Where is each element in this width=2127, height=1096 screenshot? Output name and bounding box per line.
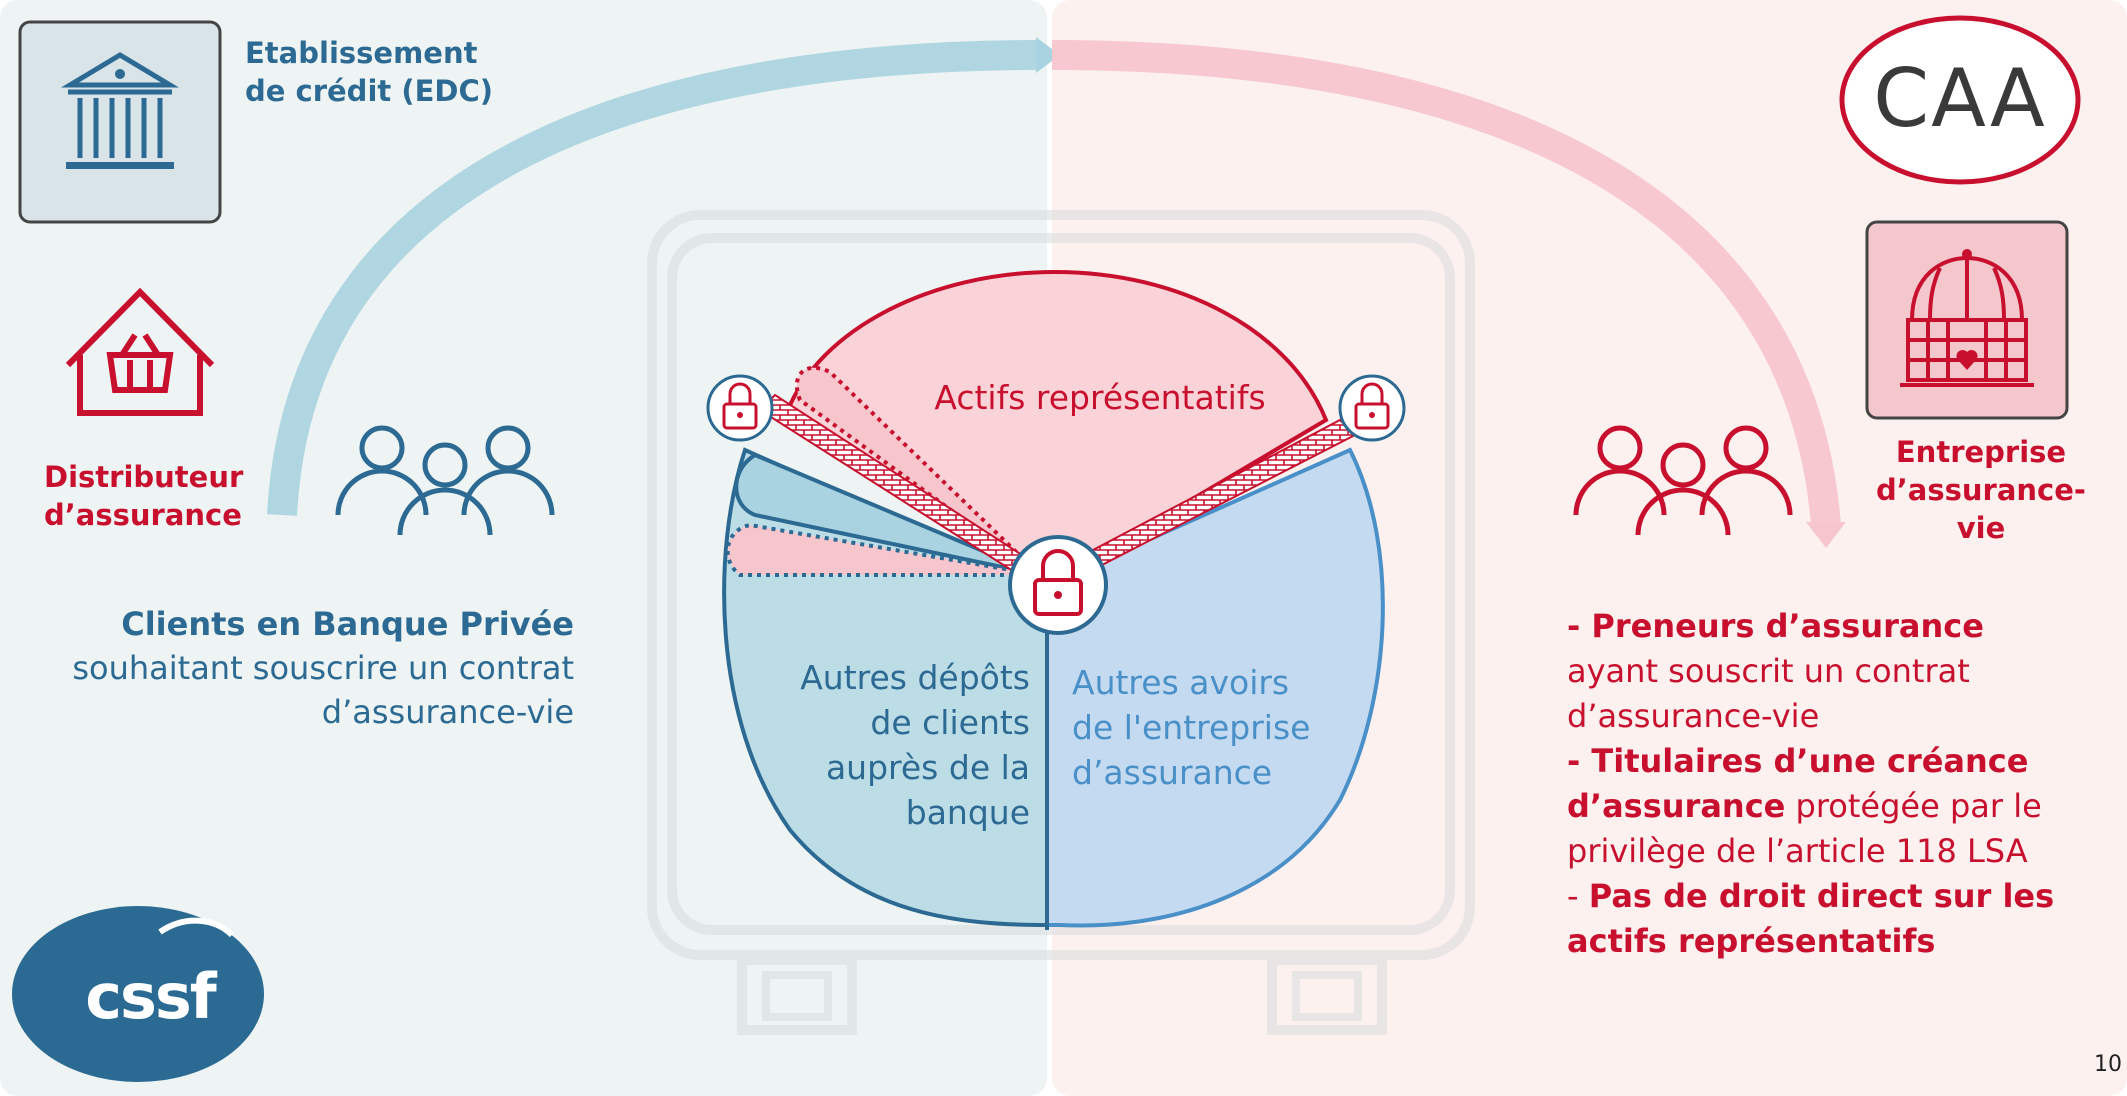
rights-item-1-title: - Preneurs d’assurance bbox=[1567, 607, 1984, 645]
rights-item-3-line-2: actifs représentatifs bbox=[1567, 922, 1936, 960]
lock-icon-center bbox=[1008, 535, 1108, 635]
clients-line-3: d’assurance-vie bbox=[321, 693, 574, 731]
people-group-icon-red bbox=[1573, 425, 1793, 536]
flow-arrow-blue bbox=[267, 40, 1041, 516]
insurer-label-line-2: d’assurance-vie bbox=[1876, 473, 2086, 545]
caa-logo-text: CAA bbox=[1873, 52, 2047, 145]
rights-item-1-line-1: ayant souscrit un contrat bbox=[1567, 652, 1970, 690]
distributor-label-line-1: Distributeur bbox=[44, 460, 244, 494]
pie-label-actifs: Actifs représentatifs bbox=[934, 378, 1266, 417]
rights-item-3-line: - Pas de droit direct sur les bbox=[1567, 874, 2087, 919]
pie-label-depots-line-2: de clients bbox=[870, 703, 1030, 742]
edc-label-line-2: de crédit (EDC) bbox=[245, 74, 494, 108]
rights-item-2-text: protégée par le bbox=[1785, 787, 2042, 825]
safe-outline bbox=[647, 210, 1475, 1035]
flow-arrowhead-pink bbox=[1806, 522, 1846, 548]
rights-item-3-dash: - bbox=[1567, 877, 1589, 915]
insurer-label-line-1: Entreprise bbox=[1895, 435, 2067, 469]
rights-item-2-bold: d’assurance bbox=[1567, 787, 1786, 825]
pie-label-avoirs-line-3: d’assurance bbox=[1072, 753, 1273, 792]
clients-description: Clients en Banque Privée souhaitant sous… bbox=[60, 602, 574, 734]
pie-label-depots: Autres dépôts de clients auprès de la ba… bbox=[790, 655, 1030, 835]
clients-line-2: souhaitant souscrire un contrat bbox=[72, 649, 574, 687]
pie-representative-assets bbox=[785, 269, 1329, 588]
policyholder-rights: - Preneurs d’assurance ayant souscrit un… bbox=[1567, 604, 2087, 964]
page-number: 10 bbox=[2094, 1052, 2122, 1077]
lock-icon-right bbox=[1338, 374, 1406, 442]
pie-label-depots-line-1: Autres dépôts bbox=[800, 658, 1030, 697]
rights-item-1-line-2: d’assurance-vie bbox=[1567, 697, 1820, 735]
edc-label: Etablissement de crédit (EDC) bbox=[245, 34, 493, 110]
pie-label-avoirs-line-1: Autres avoirs bbox=[1072, 663, 1290, 702]
rights-item-2-line-2: privilège de l’article 118 LSA bbox=[1567, 832, 2028, 870]
rights-item-3-bold: Pas de droit direct sur les bbox=[1588, 877, 2055, 915]
pie-label-depots-line-3: auprès de la bbox=[825, 748, 1030, 787]
cssf-logo-text: cssf bbox=[85, 960, 217, 1033]
pie-label-avoirs-line-2: de l'entreprise bbox=[1072, 708, 1311, 747]
flow-arrowhead-blue bbox=[1036, 37, 1060, 73]
cssf-logo bbox=[12, 906, 264, 1082]
pie-label-avoirs: Autres avoirs de l'entreprise d’assuranc… bbox=[1072, 660, 1332, 795]
clients-title: Clients en Banque Privée bbox=[121, 605, 574, 643]
pie-wedge-dotted-bottom bbox=[725, 522, 1041, 577]
insurer-label: Entreprise d’assurance-vie bbox=[1856, 433, 2106, 547]
shop-basket-icon bbox=[65, 287, 215, 416]
distributor-label: Distributeur d’assurance bbox=[44, 458, 243, 534]
edc-label-line-1: Etablissement bbox=[245, 36, 478, 70]
people-group-icon-blue bbox=[335, 425, 555, 536]
pie-insurer-assets bbox=[1045, 447, 1385, 928]
insurance-building-icon bbox=[1865, 220, 2069, 420]
distributor-label-line-2: d’assurance bbox=[44, 498, 242, 532]
rights-item-2-title: - Titulaires d’une créance bbox=[1567, 742, 2029, 780]
bank-icon bbox=[18, 20, 222, 224]
pie-label-depots-line-4: banque bbox=[905, 793, 1030, 832]
flow-arrow-pink bbox=[1051, 40, 1841, 527]
rights-item-2-line: d’assurance protégée par le bbox=[1567, 784, 2087, 829]
caa-logo-border bbox=[1839, 15, 2081, 185]
pie-wedge-dotted-top bbox=[794, 365, 1042, 577]
pie-wedge-blue bbox=[734, 452, 1041, 577]
lock-icon-left bbox=[706, 374, 774, 442]
